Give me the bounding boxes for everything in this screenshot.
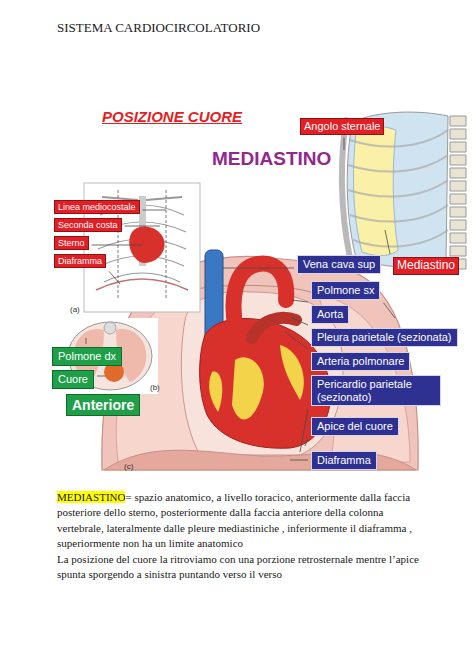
leader-line: [143, 210, 166, 211]
leader-line: [285, 332, 308, 349]
paragraph: La posizione del cuore la ritroviamo con…: [57, 552, 423, 583]
figure-letter: (b): [150, 383, 160, 392]
leader-line: [97, 376, 105, 377]
blue-callout-box: Arteria polmonare: [311, 352, 410, 371]
heart-fat: [232, 357, 264, 419]
callout-text: Mediastino: [397, 259, 455, 273]
thorax-sagittal-outline: [347, 112, 448, 267]
leader-line: [383, 303, 395, 318]
paragraph: MEDIASTINO= spazio anatomico, a livello …: [57, 490, 423, 552]
section-heading: POSIZIONE CUORE: [102, 108, 242, 125]
callout-text: Polmone dx: [58, 350, 116, 363]
callout-text: Cuore: [58, 373, 88, 386]
blue-callout-box: Aorta: [311, 305, 349, 324]
red-callout-box: Sterno: [54, 236, 89, 250]
red-callout-box: Diaframma: [54, 254, 106, 268]
thorax-sagittal-view: [342, 112, 466, 269]
blue-callout-box: Apice del cuore: [311, 417, 399, 436]
highlighted-term: MEDIASTINO: [57, 491, 125, 503]
red-callout-box: Linea mediocostale: [54, 200, 140, 214]
red-callout-box: Angolo sternale: [300, 118, 384, 135]
leader-line: [305, 439, 308, 446]
leader-line: [292, 318, 308, 325]
green-callout-box: Polmone dx: [52, 347, 122, 366]
body-text: La posizione del cuore la ritroviamo con…: [57, 553, 419, 580]
blue-callout-box: Pericardio parietale (sezionato): [311, 375, 441, 406]
blue-callout-box: Polmone sx: [311, 281, 380, 300]
blue-callout-box: Vena cava sup: [297, 255, 381, 274]
green-callout-box: Cuore: [52, 370, 94, 389]
callout-text: Angolo sternale: [304, 120, 380, 133]
callout-text: Polmone sx: [317, 284, 374, 297]
figure-heading: MEDIASTINO: [212, 148, 331, 170]
leader-line: [222, 268, 294, 269]
callout-text: Arteria polmonare: [317, 355, 404, 368]
callout-text: Anteriore: [72, 397, 134, 413]
callout-text: Linea mediocostale: [58, 202, 136, 212]
callout-text: Diaframma: [58, 256, 102, 266]
leader-line: [109, 271, 120, 284]
callout-text: Sterno: [58, 238, 85, 248]
ribs: [348, 130, 448, 247]
sternum: [342, 120, 350, 258]
figure-letter: (a): [70, 305, 80, 314]
vertebra-section: [104, 322, 116, 334]
callout-text: Pleura parietale (sezionata): [317, 331, 452, 344]
leader-line: [385, 230, 390, 254]
diaphragm: [104, 450, 416, 470]
blue-callout-box: Pleura parietale (sezionata): [311, 328, 458, 347]
figure-letter: (c): [124, 462, 133, 471]
callout-text: Aorta: [317, 308, 343, 321]
leader-line: [300, 409, 308, 452]
leader-line: [292, 300, 308, 302]
red-callout-box: Mediastino: [393, 257, 459, 275]
page-title: SISTEMA CARDIOCIRCOLATORIO: [57, 20, 260, 36]
red-callout-box: Seconda costa: [54, 218, 122, 232]
callout-text: Vena cava sup: [303, 258, 375, 271]
callout-text: Seconda costa: [58, 220, 118, 230]
blue-callout-box: Diaframma: [311, 451, 377, 470]
heart-fat: [280, 345, 304, 400]
leader-line: [92, 245, 142, 246]
callout-text: Pericardio parietale (sezionato): [317, 378, 435, 403]
diaphragm: [96, 279, 188, 290]
green-callout-box: Anteriore: [66, 394, 140, 416]
callout-text: Diaframma: [317, 454, 371, 467]
callout-text: Apice del cuore: [317, 420, 393, 433]
leader-line: [125, 226, 160, 227]
leader-line: [290, 460, 308, 461]
vertebrae: [450, 116, 466, 269]
heart-fat: [209, 372, 222, 412]
leader-line: [344, 138, 345, 150]
leader-line: [86, 338, 87, 344]
